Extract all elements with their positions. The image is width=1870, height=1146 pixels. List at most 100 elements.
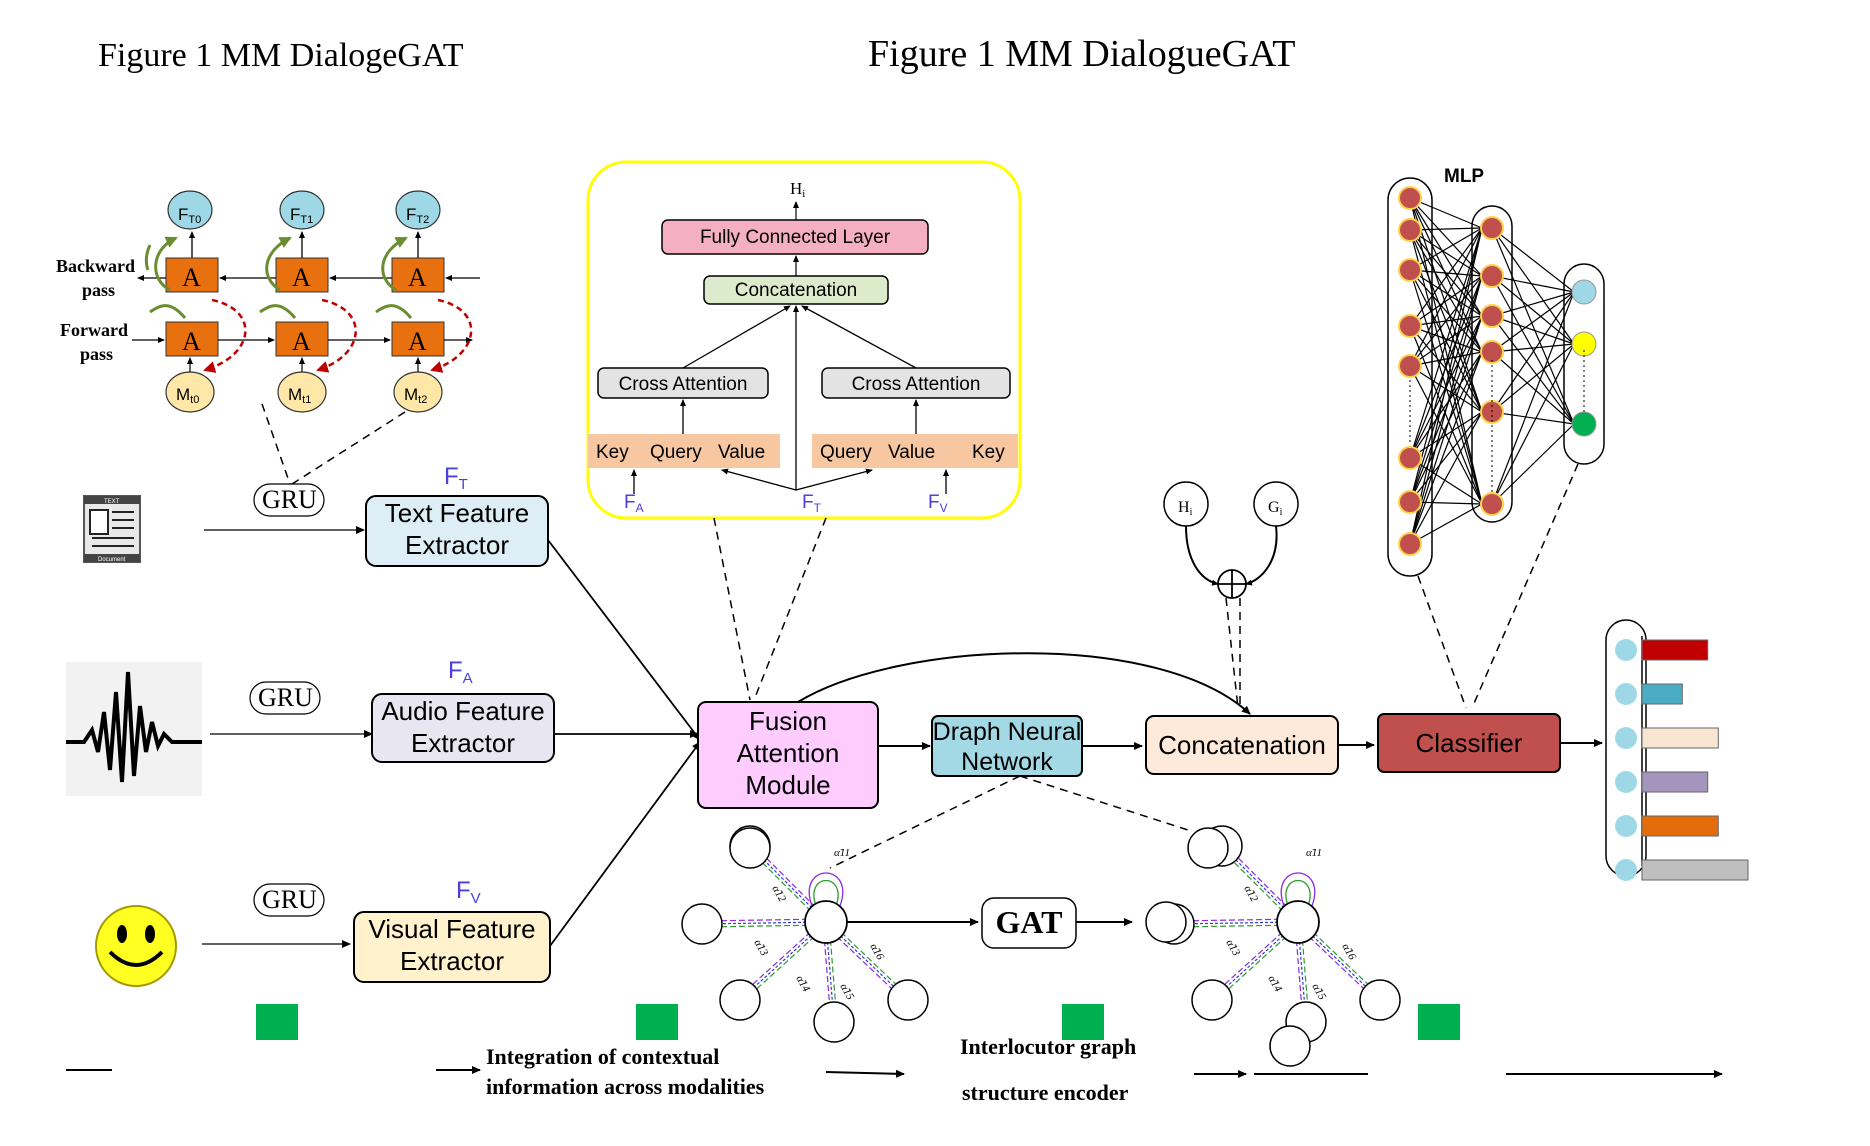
probability-bar xyxy=(1641,815,1719,837)
svg-text:Query: Query xyxy=(820,442,872,463)
svg-text:Query: Query xyxy=(650,442,702,463)
attention-weight-label: α̃12 xyxy=(1241,884,1260,905)
graph-neighbor-node xyxy=(729,827,771,869)
feature-label-fa: FA xyxy=(448,657,473,687)
rnn-cell-backward-2: A xyxy=(391,257,445,293)
mlp-hidden-node xyxy=(1480,216,1504,240)
svg-text:Value: Value xyxy=(718,442,765,463)
attention-weight-label: α̃12 xyxy=(769,884,788,905)
gi-node: Gi xyxy=(1253,481,1299,527)
rnn-cell-forward-0: A xyxy=(165,321,219,357)
stage-marker-4 xyxy=(1418,1004,1460,1040)
graph-center-node xyxy=(1276,900,1320,944)
mlp-input-node xyxy=(1398,258,1422,282)
fusion-attention-module: Fusion Attention Module xyxy=(697,701,879,809)
gru-visual: GRU xyxy=(253,883,325,917)
output-node xyxy=(1615,771,1637,793)
feature-label-ft: FT xyxy=(444,463,468,493)
rnn-cell-forward-2: A xyxy=(391,321,445,357)
title-right: Figure 1 MM DialogueGAT xyxy=(868,33,1295,75)
svg-text:Visual Feature: Visual Feature xyxy=(368,914,535,944)
mlp-input-node xyxy=(1398,446,1422,470)
attention-weight-label: α̃13 xyxy=(751,938,770,959)
concat-operator-icon xyxy=(1217,569,1247,599)
mlp-hidden-node xyxy=(1480,340,1504,364)
probability-bar xyxy=(1641,639,1709,661)
rnn-cell-backward-1: A xyxy=(275,257,329,293)
mlp-network: MLP xyxy=(1387,166,1605,577)
svg-text:Network: Network xyxy=(961,748,1053,776)
svg-text:Concatenation: Concatenation xyxy=(1158,730,1326,760)
svg-text:A: A xyxy=(292,327,311,356)
caption-integration-line2: information across modalities xyxy=(486,1074,765,1099)
svg-text:A: A xyxy=(408,327,427,356)
mlp-input-node xyxy=(1398,354,1422,378)
attn-fa-label: FA xyxy=(624,492,644,515)
svg-text:FT2: FT2 xyxy=(406,205,429,226)
mlp-input-node xyxy=(1398,490,1422,514)
concatenation-block: Concatenation xyxy=(1145,715,1339,775)
backward-label: Backward xyxy=(56,256,135,276)
svg-text:MLP: MLP xyxy=(1444,166,1484,187)
mlp-input-node xyxy=(1398,314,1422,338)
rnn-cell-forward-1: A xyxy=(275,321,329,357)
attention-weight-label: α̃15 xyxy=(837,982,856,1003)
cross-attention-right: Cross Attention xyxy=(821,367,1011,399)
stage-marker-2 xyxy=(636,1004,678,1040)
svg-text:GRU: GRU xyxy=(262,485,317,514)
output-node xyxy=(1615,727,1637,749)
svg-text:Gi: Gi xyxy=(1268,499,1283,518)
m-input-node-2: Mt2 xyxy=(393,371,443,413)
graph-neighbor-node xyxy=(1191,979,1233,1021)
svg-text:FT0: FT0 xyxy=(178,205,201,226)
attention-weight-label: α̃14 xyxy=(1265,974,1284,995)
attention-weight-label: α̃15 xyxy=(1309,982,1328,1003)
caption-interlocutor-line1: Interlocutor graph xyxy=(960,1034,1136,1059)
svg-text:Mt2: Mt2 xyxy=(404,385,427,406)
graph-neighbor-node xyxy=(681,903,723,945)
smiley-face-icon xyxy=(95,905,177,987)
document-icon: TEXT Document xyxy=(83,495,141,563)
bidirectional-rnn: FT0 FT1 FT2 A A A xyxy=(56,190,480,485)
svg-text:Extractor: Extractor xyxy=(405,530,509,560)
fully-connected-layer: Fully Connected Layer xyxy=(661,219,929,255)
f-output-node-2: FT2 xyxy=(395,190,441,230)
graph-neighbor-node xyxy=(1187,827,1229,869)
f-output-node-1: FT1 xyxy=(279,190,325,230)
m-input-node-0: Mt0 xyxy=(165,371,215,413)
svg-text:Hi: Hi xyxy=(1178,499,1193,518)
mlp-output-node xyxy=(1571,411,1597,437)
forward-pass-label: pass xyxy=(80,344,113,364)
hi-output-label: Hi xyxy=(790,179,805,200)
caption-interlocutor-line2: structure encoder xyxy=(962,1080,1129,1105)
probability-bar xyxy=(1641,859,1749,881)
stage-marker-1 xyxy=(256,1004,298,1040)
audio-feature-extractor: Audio Feature Extractor xyxy=(371,693,555,763)
graph-neighbor-node xyxy=(1359,979,1401,1021)
caption-integration-line1: Integration of contextual xyxy=(486,1044,719,1069)
mlp-hidden-node xyxy=(1480,492,1504,516)
mlp-output-node xyxy=(1571,279,1597,305)
mlp-input-node xyxy=(1398,218,1422,242)
rnn-cell-backward-0: A xyxy=(165,257,219,293)
mlp-input-node xyxy=(1398,532,1422,556)
svg-text:Mt1: Mt1 xyxy=(288,385,311,406)
gat-box: GAT xyxy=(981,897,1077,949)
svg-text:Attention: Attention xyxy=(737,738,840,768)
graph-neighbor-node xyxy=(1145,901,1187,943)
svg-text:Fusion: Fusion xyxy=(749,706,827,736)
attention-concatenation: Concatenation xyxy=(703,275,889,305)
gru-text: GRU xyxy=(253,483,325,517)
stage-marker-3 xyxy=(1062,1004,1104,1040)
probability-bar xyxy=(1641,771,1709,793)
probability-bar xyxy=(1641,727,1719,749)
hi-node: Hi xyxy=(1163,481,1209,527)
visual-feature-extractor: Visual Feature Extractor xyxy=(353,911,551,983)
f-output-node-0: FT0 xyxy=(167,190,213,230)
svg-text:Extractor: Extractor xyxy=(400,946,504,976)
mlp-hidden-node xyxy=(1480,264,1504,288)
svg-text:Key: Key xyxy=(972,442,1005,463)
audio-waveform-icon xyxy=(66,662,202,796)
